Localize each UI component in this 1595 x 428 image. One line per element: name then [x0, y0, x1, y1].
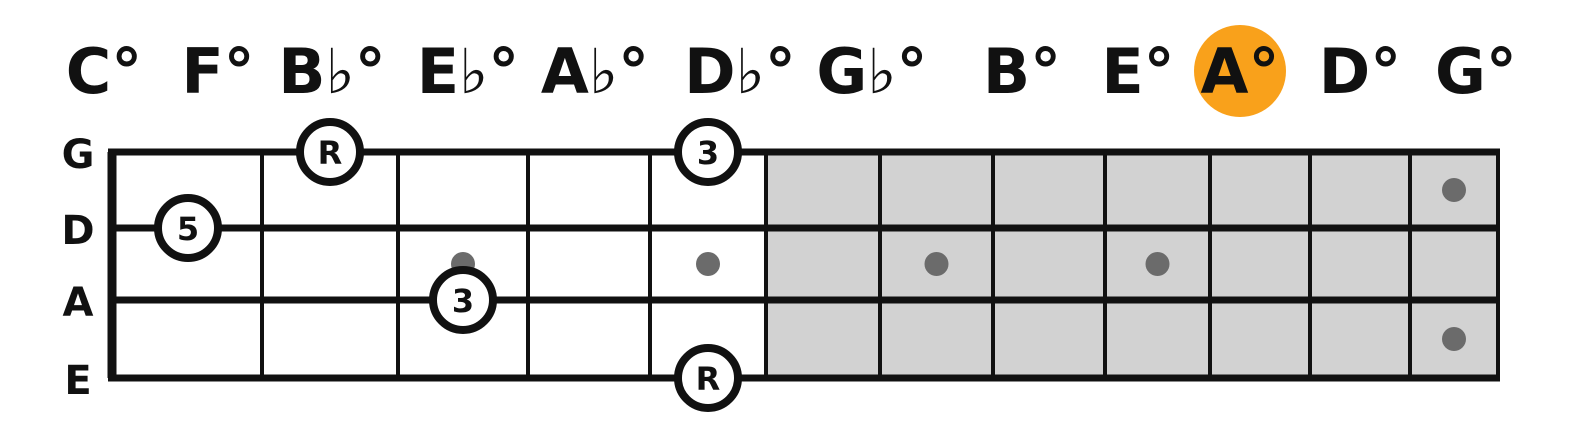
marker-circle: [674, 118, 742, 186]
chord-label-text: G°: [1435, 35, 1517, 108]
shaded-region: [112, 152, 1498, 378]
chord-label: B°: [983, 35, 1061, 108]
chord-label-text: D°: [1319, 35, 1401, 108]
chord-label: A♭°: [541, 35, 649, 108]
chord-label-text: A°: [1201, 35, 1280, 108]
chord-label-text: B°: [983, 35, 1061, 108]
chord-label-text: E°: [1101, 35, 1174, 108]
inlay-dot: [1145, 252, 1170, 276]
shaded-frets: [766, 152, 1498, 378]
chord-tone-marker: 3: [674, 118, 742, 186]
inlay-dots: [451, 178, 1466, 351]
marker-circle: [674, 344, 742, 412]
marker-circle: [296, 118, 364, 186]
chord-label-text: A♭°: [541, 35, 649, 108]
string-label: G: [62, 132, 95, 178]
marker-label: 3: [452, 282, 474, 320]
marker-label: 3: [697, 134, 719, 172]
marker-label: R: [318, 134, 343, 172]
chord-label: B♭°: [278, 35, 386, 108]
chord-tone-marker: 5: [154, 194, 222, 262]
chord-tone-marker: R: [674, 344, 742, 412]
chord-label-text: G♭°: [816, 35, 927, 108]
marker-circle: [429, 266, 497, 334]
inlay-dot: [696, 252, 720, 276]
marker-label: R: [696, 360, 721, 398]
string-lines: [108, 148, 1500, 382]
chord-label: G♭°: [816, 35, 927, 108]
chord-label-text: E♭°: [417, 35, 520, 108]
chord-label-text: D♭°: [684, 35, 796, 108]
chord-label: A°: [1194, 25, 1286, 117]
inlay-dot: [924, 252, 949, 276]
marker-circle: [154, 194, 222, 262]
chord-label-text: B♭°: [278, 35, 386, 108]
chord-tone-marker: R: [296, 118, 364, 186]
highlight-circle: [1194, 25, 1286, 117]
inlay-dot: [1442, 327, 1466, 351]
chord-tone-marker: 3: [429, 266, 497, 334]
chord-label: G°: [1435, 35, 1517, 108]
fret-lines: [107, 152, 1500, 378]
chord-label: F°: [181, 35, 254, 108]
marker-label: 5: [177, 210, 199, 248]
string-label: D: [61, 208, 94, 254]
chord-label: D♭°: [684, 35, 796, 108]
chord-label-text: F°: [181, 35, 254, 108]
string-label: A: [63, 280, 94, 326]
chord-label-row: C° F° B♭° E♭° A♭° D♭° G♭° B° E° A° D° G°: [66, 25, 1517, 117]
chord-label: C°: [66, 35, 143, 108]
inlay-dot: [1442, 178, 1466, 202]
chord-label-text: C°: [66, 35, 143, 108]
chord-label: E°: [1101, 35, 1174, 108]
chord-label: D°: [1319, 35, 1401, 108]
chord-label: E♭°: [417, 35, 520, 108]
string-label: E: [64, 358, 91, 404]
